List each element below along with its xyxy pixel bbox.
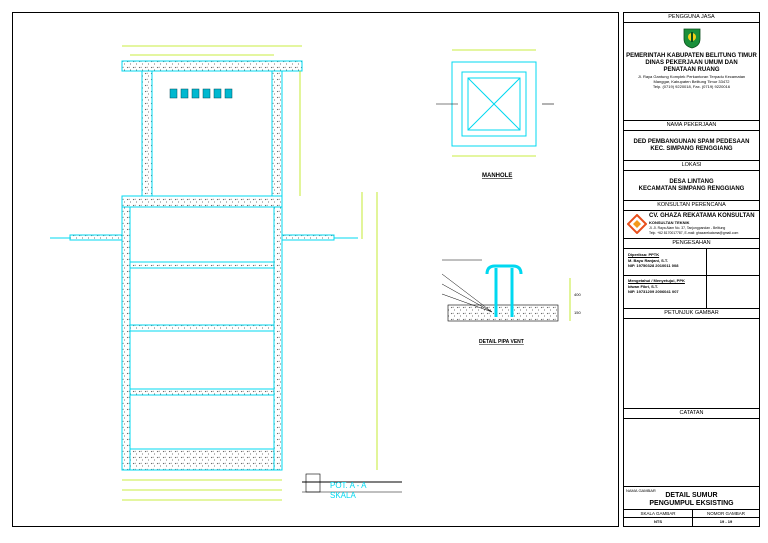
consultant-logo-icon: [627, 214, 647, 234]
owner-address-1: Jl. Raya Gantung Komplek Perkantoran Ter…: [637, 74, 746, 79]
scale-label: SKALA GAMBAR: [640, 511, 676, 516]
notes-header: CATATAN: [624, 409, 759, 419]
consultant-sub: KONSULTAN TEKNIK: [649, 220, 690, 225]
inlet-pipe-left: [69, 234, 123, 241]
location-1: DESA LINTANG: [669, 179, 714, 185]
vent-openings: [169, 88, 233, 99]
consultant-name: CV. GHAZA REKATAMA KONSULTAN: [649, 213, 755, 219]
regency-emblem-icon: [683, 28, 700, 49]
sheet-number-value: 19 - 19: [719, 519, 733, 524]
approval-section: Diperiksa: PPTK M. Bayu Ranjani, S.T. NI…: [624, 249, 759, 309]
vent-pipe-detail: [441, 259, 571, 322]
sheet-title-2: PENGUMPUL EKSISTING: [649, 500, 734, 507]
checked-name: M. Bayu Ranjani, S.T.: [628, 257, 669, 263]
consultant-header: KONSULTAN PERENCANA: [624, 201, 759, 211]
manhole-title: MANHOLE: [482, 173, 512, 179]
dimension-lines: [122, 45, 378, 501]
sheet-name-label: NAMA GAMBAR: [626, 488, 656, 493]
approved-nip: NIP. 19731209 2006041 007: [628, 289, 679, 294]
consultant-address-2: Telp. +62 8170017787, E-mail: ghazarekat…: [649, 231, 739, 235]
checked-label: Diperiksa: PPTK: [628, 252, 660, 257]
approval-header: PENGESAHAN: [624, 239, 759, 249]
legend-area: [624, 319, 759, 409]
section-title: POT. A - A: [330, 481, 367, 490]
upper-slab: [121, 195, 283, 208]
consultant-address-1: Jl. Jl. Raya Alam No. 37, Tanjungpandan …: [649, 226, 726, 230]
notes-area: [624, 419, 759, 487]
vent-title: DETAIL PIPA VENT: [479, 339, 524, 345]
owner-header: PENGGUNA JASA: [624, 13, 759, 23]
base-slab: [129, 448, 275, 471]
sheet-title-1: DETAIL SUMUR: [665, 492, 718, 499]
drawing-frame: POT. A - A SKALA MANHOLE: [12, 12, 619, 527]
owner-name-2: DINAS PEKERJAAN UMUM DAN: [645, 60, 738, 66]
inlet-pipe-right: [281, 234, 335, 241]
technical-drawing: POT. A - A SKALA MANHOLE: [50, 45, 581, 501]
upper-chamber: [141, 70, 283, 197]
sheet-name-section: NAMA GAMBAR DETAIL SUMUR PENGUMPUL EKSIS…: [624, 487, 759, 510]
checked-nip: NIP. 19750328 2010011 008: [628, 263, 679, 268]
location-section: DESA LINTANG KECAMATAN SIMPANG RENGGIANG: [624, 171, 759, 201]
cover-slab: [121, 60, 303, 72]
section-label: POT. A - A SKALA: [302, 473, 402, 500]
owner-address-3: Telp. (0719) 9220018, Fax. (0719) 922001…: [652, 84, 731, 89]
manhole-plan: [436, 61, 554, 147]
approved-label: Mengetahui / Menyetujui, PPK: [628, 278, 685, 283]
consultant-section: CV. GHAZA REKATAMA KONSULTAN KONSULTAN T…: [624, 211, 759, 239]
well-body: [121, 206, 283, 471]
location-2: KECAMATAN SIMPANG RENGGIANG: [638, 186, 745, 192]
owner-name-1: PEMERINTAH KABUPATEN BELITUNG TIMUR: [626, 53, 757, 59]
sheet-info-section: SKALA GAMBAR NOMOR GAMBAR NTS 19 - 19: [624, 510, 759, 526]
vent-dimension-top: 400: [574, 292, 581, 297]
legend-header: PETUNJUK GAMBAR: [624, 309, 759, 319]
project-name-1: DED PEMBANGUNAN SPAM PEDESAAN: [633, 139, 750, 145]
project-name-2: KEC. SIMPANG RENGGIANG: [650, 146, 733, 152]
well-section: [50, 60, 358, 471]
owner-name-3: PENATAAN RUANG: [663, 67, 720, 73]
scale-value: NTS: [654, 519, 662, 524]
vent-dimension-bottom: 150: [574, 310, 581, 315]
approved-name: Idwan Fikri, S.T.: [628, 283, 659, 289]
location-header: LOKASI: [624, 161, 759, 171]
owner-address-2: Manggar, Kabupaten Belitung Timur 33472: [653, 79, 730, 84]
project-section: DED PEMBANGUNAN SPAM PEDESAAN KEC. SIMPA…: [624, 131, 759, 161]
owner-section: PEMERINTAH KABUPATEN BELITUNG TIMUR DINA…: [624, 23, 759, 121]
project-header: NAMA PEKERJAAN: [624, 121, 759, 131]
sheet-number-label: NOMOR GAMBAR: [706, 511, 745, 516]
title-block: PENGGUNA JASA PEMERINTAH KABUPATEN BELIT…: [623, 12, 760, 527]
section-scale-label: SKALA: [330, 491, 356, 500]
